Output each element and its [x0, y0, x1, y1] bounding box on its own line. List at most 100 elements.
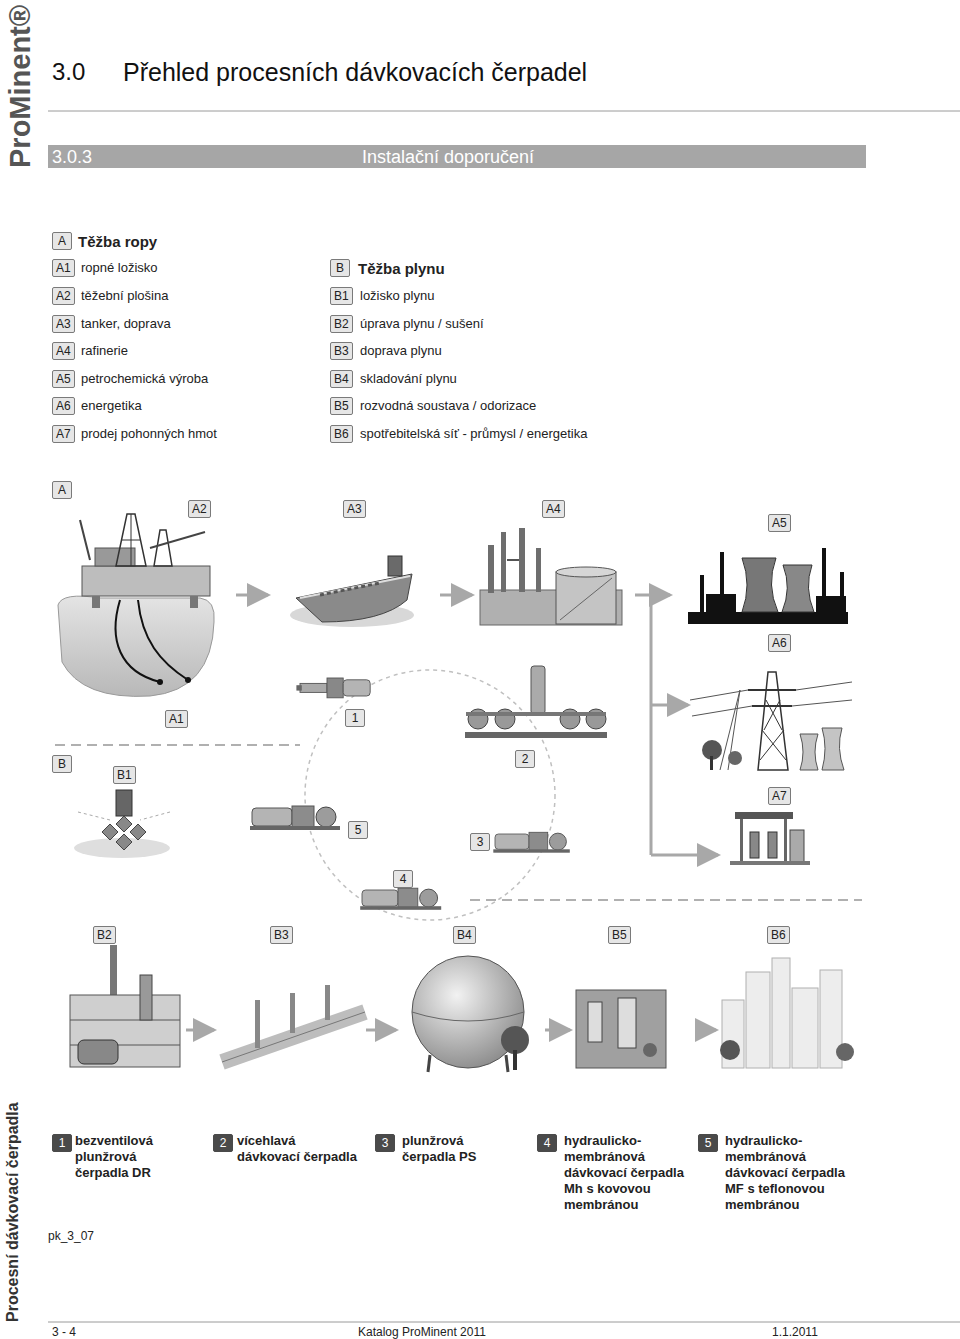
box-label: A2	[192, 502, 207, 516]
pump-description: hydraulicko-membránová dávkovací čerpadl…	[564, 1133, 689, 1213]
box-label: A6	[56, 399, 71, 413]
box-label: A4	[546, 502, 561, 516]
illustration-part	[255, 1000, 260, 1048]
box-label: B3	[274, 928, 289, 942]
code-box: A5	[768, 514, 791, 532]
box-label: A7	[56, 427, 71, 441]
box-label: 1	[352, 711, 359, 725]
box-label: 3	[382, 1136, 389, 1150]
pump-number-box: 1	[52, 1134, 72, 1152]
box-label: B3	[334, 344, 349, 358]
code-box: A5	[52, 370, 75, 388]
illustration-part	[122, 540, 140, 541]
code-box: B4	[330, 370, 353, 388]
code-box: 1	[345, 709, 365, 727]
illustration-part	[651, 854, 718, 857]
illustration-part	[742, 558, 778, 612]
illustration-part	[784, 819, 787, 861]
illustration-part	[501, 532, 506, 592]
illustration-part	[735, 812, 793, 819]
item-text: spotřebitelská síť - průmysl / energetik…	[360, 426, 587, 442]
item-text: skladování plynu	[360, 371, 457, 387]
page-number: 3 - 4	[52, 1325, 76, 1339]
illustration-part	[746, 972, 770, 1068]
illustration-part	[706, 594, 736, 612]
box-label: B2	[334, 317, 349, 331]
illustration-part	[730, 861, 810, 865]
group-heading: Těžba ropy	[78, 233, 157, 251]
illustration-part	[513, 1050, 517, 1070]
illustration-part	[296, 574, 412, 622]
code-box: B6	[330, 425, 353, 443]
code-box: B5	[608, 926, 631, 944]
box-label: 4	[544, 1136, 551, 1150]
illustration-part	[560, 578, 612, 620]
box-label: A1	[56, 261, 71, 275]
illustration-part	[296, 678, 370, 698]
code-box: A3	[343, 500, 366, 518]
illustration-part	[325, 985, 330, 1020]
illustration-part	[327, 678, 343, 698]
illustration-part	[766, 700, 782, 730]
code-box: B4	[453, 926, 476, 944]
illustration-part	[320, 583, 380, 595]
illustration-part	[466, 712, 606, 716]
item-text: úprava plynu / sušení	[360, 316, 484, 332]
code-box: B6	[767, 926, 790, 944]
box-label: 2	[220, 1136, 227, 1150]
subsection-title: Instalační doporučení	[362, 147, 534, 169]
side-tab: Procesní dávkovací čerpadla	[3, 1102, 22, 1322]
illustration-part	[556, 572, 616, 624]
code-box: A3	[52, 315, 75, 333]
code-box: A	[52, 232, 72, 250]
illustration-part	[792, 988, 818, 1068]
illustration-part	[140, 975, 152, 1020]
code-box: 5	[348, 821, 368, 839]
code-box: A7	[768, 787, 791, 805]
box-label: A5	[56, 372, 71, 386]
code-box: A6	[52, 397, 75, 415]
box-label: A6	[772, 636, 787, 650]
illustration-part	[792, 700, 852, 706]
illustration-part	[78, 812, 110, 820]
code-box: B3	[330, 342, 353, 360]
illustration-part	[688, 612, 848, 624]
illustration-part	[700, 575, 704, 612]
illustration-part	[545, 1029, 570, 1032]
illustration-part	[836, 1043, 854, 1061]
illustration-part	[58, 596, 214, 696]
code-box: 3	[470, 833, 490, 851]
illustration-part	[650, 595, 653, 855]
illustration-part	[116, 790, 132, 816]
item-text: rafinerie	[81, 343, 128, 359]
code-box: A2	[188, 500, 211, 518]
box-label: 5	[355, 823, 362, 837]
logo: ProMinent®	[3, 5, 38, 168]
code-box: A4	[52, 342, 75, 360]
item-text: ložisko plynu	[360, 288, 434, 304]
box-label: 2	[522, 752, 529, 766]
section-number: 3.0	[52, 58, 85, 87]
footer-date: 1.1.2011	[772, 1325, 818, 1339]
box-label: B6	[334, 427, 349, 441]
illustration-part	[740, 819, 743, 861]
item-text: prodej pohonných hmot	[81, 426, 217, 442]
illustration-part	[305, 670, 555, 920]
box-label: B	[58, 757, 66, 771]
box-label: B1	[117, 768, 132, 782]
illustration-part	[700, 1029, 716, 1032]
illustration-part	[48, 1322, 960, 1323]
box-label: A	[58, 483, 66, 497]
code-box: A1	[52, 259, 75, 277]
code-box: B2	[330, 315, 353, 333]
illustration-part	[692, 706, 752, 716]
figure-code: pk_3_07	[48, 1229, 94, 1243]
illustration-part	[48, 145, 866, 168]
illustration-part	[556, 567, 616, 577]
box-label: B4	[334, 372, 349, 386]
box-label: A3	[56, 317, 71, 331]
footer-text: Katalog ProMinent 2011	[358, 1325, 486, 1339]
code-box: A2	[52, 287, 75, 305]
illustration-part	[531, 666, 545, 714]
